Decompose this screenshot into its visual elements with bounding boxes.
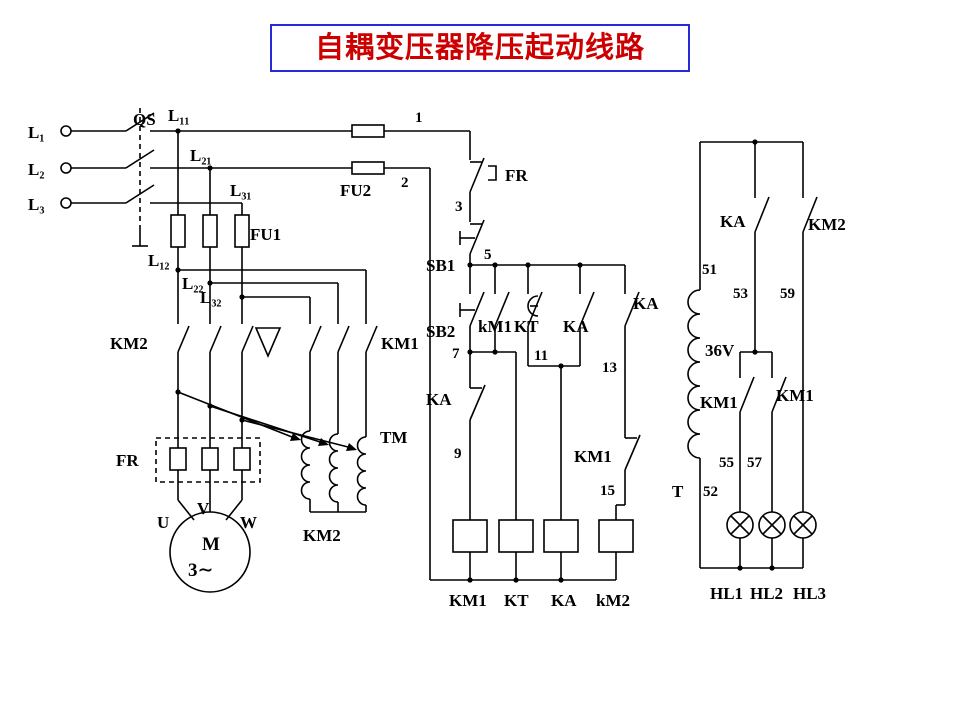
label-qs: QS (133, 110, 156, 129)
lamp-km2-contact (802, 196, 818, 233)
node-9: 9 (454, 446, 462, 462)
label-l31: L₃₁ (230, 181, 252, 200)
label-fu1: FU1 (250, 225, 281, 244)
label-ka-right: KA (633, 294, 659, 313)
label-hl2: HL2 (750, 584, 783, 603)
ka-nc-contact (469, 384, 486, 421)
label-l3: L₃ (28, 195, 44, 214)
ka-contact (579, 291, 595, 327)
control-circuit: 1 2 FR 3 SB1 5 SB2 kM1 KT KA KA 7 11 13 … (351, 110, 659, 610)
label-kt-contact: KT (514, 317, 539, 336)
label-3phase: 3∼ (188, 560, 213, 581)
label-coil-km2: kM2 (596, 591, 630, 610)
control-fuse-fu2 (351, 124, 385, 175)
fr-nc-contact (469, 157, 497, 193)
interlock-symbol (254, 327, 282, 359)
label-ka-nc: KA (426, 390, 452, 409)
label-fu2: FU2 (340, 181, 371, 200)
coil-ka (543, 519, 579, 553)
node-15: 15 (600, 483, 615, 499)
km1-nc-contact (624, 434, 641, 471)
node-59: 59 (780, 286, 795, 302)
lamp-ka-contact (754, 196, 770, 233)
label-km2-star: KM2 (303, 526, 341, 545)
label-hl3: HL3 (793, 584, 826, 603)
lamp-transformer-t (687, 289, 701, 459)
node-3: 3 (455, 199, 463, 215)
label-36v: 36V (705, 341, 735, 360)
label-l11: L₁₁ (168, 106, 190, 125)
label-km1-aux: kM1 (478, 317, 512, 336)
node-51: 51 (702, 262, 717, 278)
label-sb1: SB1 (426, 256, 455, 275)
motor-m (169, 499, 251, 593)
label-km1-nc: KM1 (574, 447, 612, 466)
label-km2-main: KM2 (110, 334, 148, 353)
label-w: W (240, 513, 257, 532)
label-l2: L₂ (28, 160, 44, 179)
ka-contact-right (624, 291, 640, 327)
label-ka-contact: KA (563, 317, 589, 336)
node-55: 55 (719, 455, 734, 471)
label-tm: TM (380, 428, 407, 447)
label-coil-kt: KT (504, 591, 529, 610)
lamp-hl3 (789, 511, 817, 539)
selfhold-contact-km1 (494, 291, 510, 327)
label-v: V (197, 499, 210, 518)
label-m: M (202, 534, 220, 555)
node-2: 2 (401, 175, 409, 191)
label-l22: L₂₂ (182, 274, 204, 293)
autotransformer-tm (300, 430, 367, 513)
label-hl1: HL1 (710, 584, 743, 603)
node-7: 7 (452, 346, 460, 362)
label-coil-ka: KA (551, 591, 577, 610)
coil-km1 (452, 519, 488, 553)
label-lamp-km1-a: KM1 (700, 393, 738, 412)
lamp-hl1 (726, 511, 754, 539)
label-lamp-ka: KA (720, 212, 746, 231)
node-57: 57 (747, 455, 763, 471)
thermal-relay-fr (155, 437, 261, 483)
node-13: 13 (602, 360, 617, 376)
label-lamp-km1-b: KM1 (776, 386, 814, 405)
label-km1-main: KM1 (381, 334, 419, 353)
label-l12: L₁₂ (148, 251, 170, 270)
start-button-sb2 (459, 291, 485, 327)
label-l32: L₃₂ (200, 288, 222, 307)
label-l1: L₁ (28, 123, 44, 142)
label-fr-main: FR (116, 451, 139, 470)
node-5: 5 (484, 247, 492, 263)
lamp-km1-contact-left (739, 376, 755, 413)
lamp-circuit: KA KM2 51 53 59 36V KM1 KM1 55 57 T 52 H… (672, 139, 846, 603)
coil-km2 (598, 519, 634, 553)
power-circuit: L₁ L₂ L₃ QS L₁₁ L₂₁ L₃₁ FU1 FU2 L₁₂ L₂₂ … (28, 106, 470, 593)
lamp-hl2 (758, 511, 786, 539)
timer-contact-kt (527, 291, 543, 327)
label-u: U (157, 513, 169, 532)
main-contacts-km1 (309, 325, 378, 353)
node-53: 53 (733, 286, 748, 302)
stop-button-sb1 (459, 219, 485, 255)
label-coil-km1: KM1 (449, 591, 487, 610)
terminal-l3 (60, 197, 72, 209)
label-t: T (672, 482, 684, 501)
node-52: 52 (703, 484, 718, 500)
coil-kt (498, 519, 534, 553)
node-1: 1 (415, 110, 423, 126)
slide-title: 自耦变压器降压起动线路 (270, 24, 690, 72)
qs-switch (125, 108, 155, 247)
tap-arrows (177, 391, 357, 451)
label-l21: L₂₁ (190, 146, 212, 165)
node-11: 11 (534, 348, 548, 364)
terminal-l2 (60, 162, 72, 174)
label-fr-contact: FR (505, 166, 528, 185)
label-sb2: SB2 (426, 322, 455, 341)
main-contacts-km2 (177, 325, 254, 353)
terminal-l1 (60, 125, 72, 137)
lamp-km1-contact-right (771, 376, 787, 413)
label-lamp-km2: KM2 (808, 215, 846, 234)
